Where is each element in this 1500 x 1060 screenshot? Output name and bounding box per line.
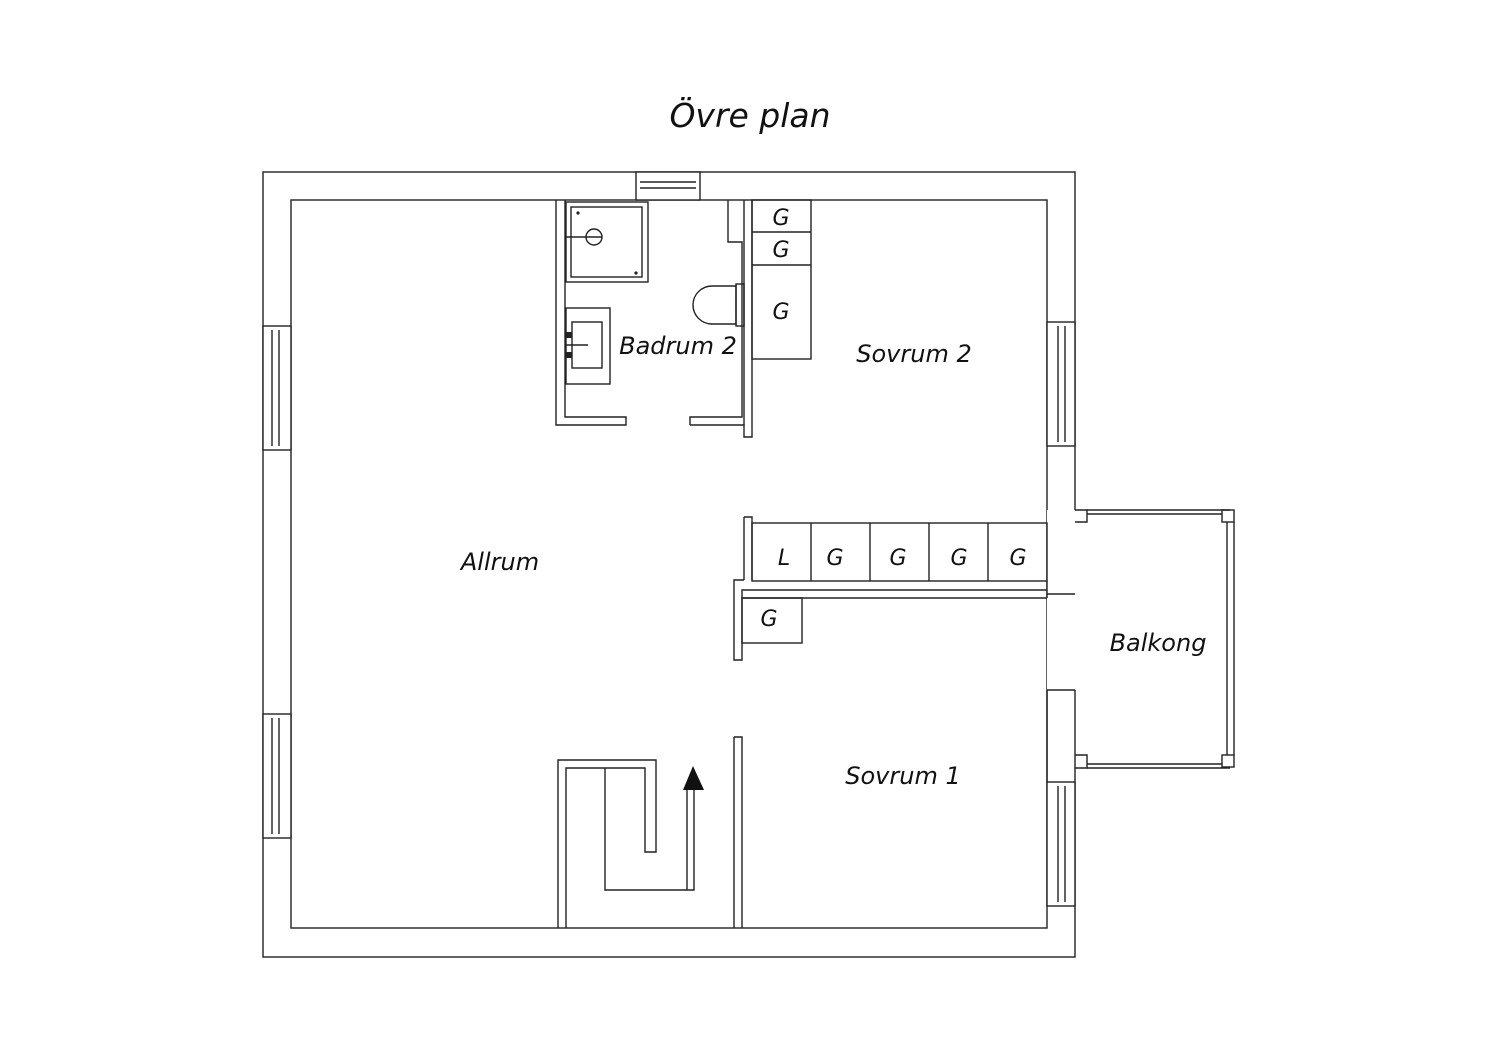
window-right-lower bbox=[1046, 781, 1076, 907]
room-label-sovrum1: Sovrum 1 bbox=[845, 762, 960, 790]
window-left-lower bbox=[262, 713, 292, 839]
wardrobes-sovrum2 bbox=[751, 199, 812, 360]
middle-walls bbox=[733, 516, 1048, 661]
windows bbox=[262, 171, 1076, 907]
balcony bbox=[1046, 509, 1235, 782]
window-top bbox=[635, 171, 701, 201]
cabinet-label: G bbox=[826, 546, 843, 571]
bathroom-walls bbox=[555, 200, 753, 438]
staircase bbox=[557, 759, 704, 928]
cabinet-label: G bbox=[772, 238, 789, 263]
cabinet-label: G bbox=[889, 546, 906, 571]
room-label-allrum: Allrum bbox=[459, 548, 539, 576]
cabinet-label: L bbox=[778, 546, 790, 571]
toilet bbox=[692, 283, 745, 327]
cabinet-label: G bbox=[760, 607, 777, 632]
window-right-upper bbox=[1046, 321, 1076, 447]
cabinet-label: G bbox=[950, 546, 967, 571]
cabinet-label: G bbox=[772, 300, 789, 325]
plan-title: Övre plan bbox=[669, 96, 831, 135]
window-left-upper bbox=[262, 325, 292, 451]
shower bbox=[565, 201, 649, 283]
cabinet-label: G bbox=[772, 206, 789, 231]
room-label-balkong: Balkong bbox=[1110, 629, 1207, 657]
room-label-badrum2: Badrum 2 bbox=[619, 332, 737, 360]
stair-arrow-icon bbox=[683, 766, 704, 790]
cabinet-label: G bbox=[1009, 546, 1026, 571]
sink bbox=[565, 307, 611, 385]
sovrum1-wall bbox=[733, 736, 743, 928]
room-label-sovrum2: Sovrum 2 bbox=[856, 340, 971, 368]
